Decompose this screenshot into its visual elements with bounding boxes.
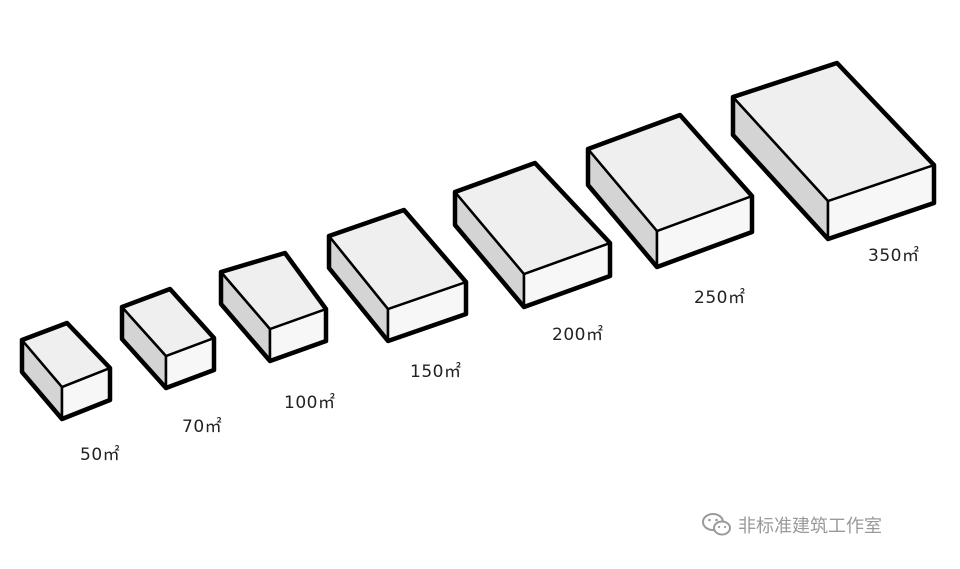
label-70: 70㎡ (182, 417, 223, 437)
label-150: 150㎡ (410, 362, 462, 382)
block-200 (452, 160, 613, 310)
block-70-outline (119, 286, 217, 391)
label-250: 250㎡ (694, 288, 746, 308)
label-200: 200㎡ (552, 325, 604, 345)
wechat-icon (702, 513, 731, 536)
block-100-outline (218, 250, 329, 364)
label-100: 100㎡ (284, 393, 336, 413)
block-100 (218, 250, 329, 364)
block-150 (326, 207, 469, 344)
block-50 (19, 320, 113, 422)
block-250 (585, 112, 755, 270)
label-50: 50㎡ (80, 445, 121, 465)
block-250-outline (585, 112, 755, 270)
block-200-outline (452, 160, 613, 310)
block-350 (730, 60, 937, 242)
block-70 (119, 286, 217, 391)
watermark-text: 非标准建筑工作室 (738, 516, 882, 537)
block-150-outline (326, 207, 469, 344)
watermark: 非标准建筑工作室 (702, 512, 882, 538)
label-350: 350㎡ (868, 246, 920, 266)
block-350-outline (730, 60, 937, 242)
block-50-outline (19, 320, 113, 422)
